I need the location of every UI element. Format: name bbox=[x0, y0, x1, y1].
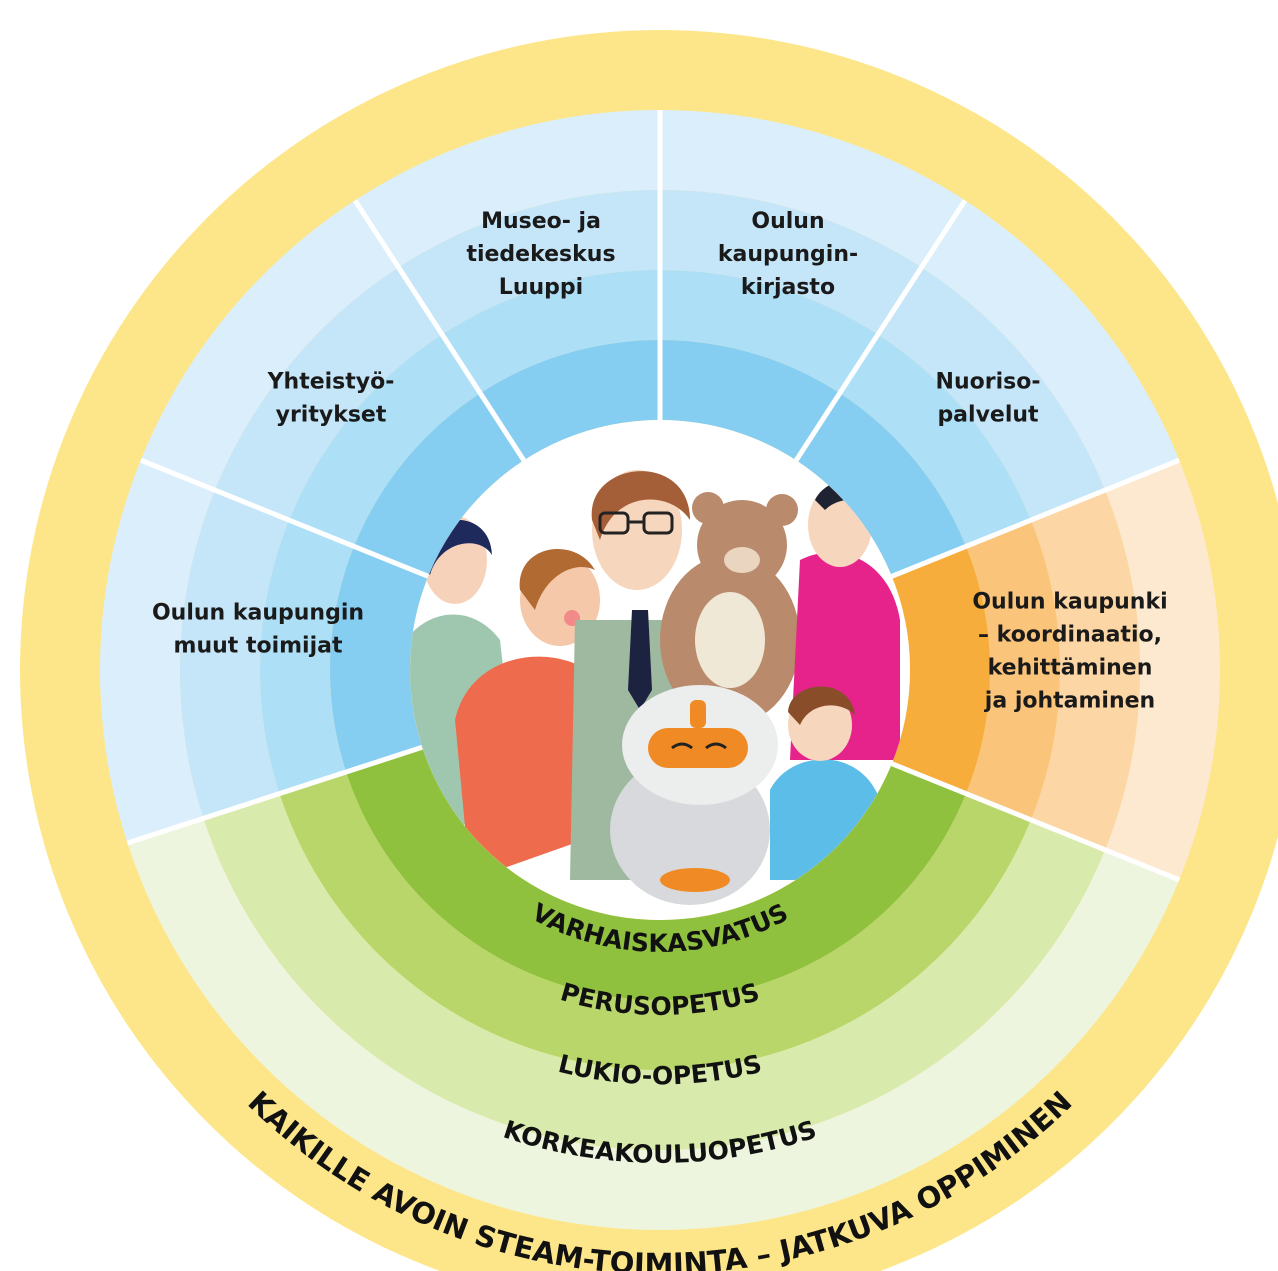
segment-label-line: Oulun bbox=[751, 209, 824, 234]
blue-ring-band bbox=[179, 189, 1106, 819]
segment-label-line: kirjasto bbox=[741, 275, 835, 300]
segment-label-line: palvelut bbox=[937, 403, 1039, 428]
orange-ring-band bbox=[1030, 490, 1141, 850]
segment-label-line: Luuppi bbox=[499, 275, 583, 300]
segment-label-line: ja johtaminen bbox=[984, 689, 1155, 714]
segment-label-line: Museo- ja bbox=[481, 209, 601, 234]
orange-ring-band bbox=[891, 546, 990, 794]
segment-label-line: – koordinaatio, bbox=[978, 623, 1162, 648]
green-ring-band bbox=[127, 818, 1180, 1230]
segment-label-line: Oulun kaupunki bbox=[972, 590, 1167, 615]
segment-label-line: Nuoriso- bbox=[936, 370, 1041, 395]
segment-label-line: tiedekeskus bbox=[466, 242, 615, 267]
segment-label-line: kaupungin- bbox=[718, 242, 858, 267]
segment-label-kirjasto: Oulun kaupungin-kirjasto bbox=[718, 209, 858, 300]
segment-label-yhteistyoyritykset: Yhteistyö-yritykset bbox=[267, 370, 395, 428]
segment-divider bbox=[890, 761, 1181, 883]
segment-label-line: muut toimijat bbox=[174, 634, 343, 659]
segment-label-line: Oulun kaupungin bbox=[152, 601, 364, 626]
orange-ring-band bbox=[965, 520, 1060, 820]
segment-divider bbox=[794, 198, 968, 462]
center-illustration bbox=[410, 420, 910, 920]
segment-label-koordinaatio: Oulun kaupunki – koordinaatio, kehittämine… bbox=[972, 590, 1167, 714]
segment-label-nuorisopalvelut: Nuoriso-palvelut bbox=[936, 370, 1041, 428]
segment-label-line: Yhteistyö- bbox=[267, 370, 395, 395]
small-boy-figure bbox=[770, 686, 880, 880]
segment-label-line: yritykset bbox=[276, 403, 387, 428]
orange-ring-band bbox=[1105, 460, 1220, 880]
segment-label-line: kehittäminen bbox=[988, 656, 1153, 681]
segment-divider bbox=[126, 744, 424, 846]
teddy-bear-figure bbox=[660, 492, 800, 725]
green-ring-band bbox=[203, 793, 1106, 1150]
segment-divider bbox=[352, 198, 526, 462]
segment-label-muut-toimijat: Oulun kaupungin muut toimijat bbox=[152, 601, 364, 659]
green-ring-band bbox=[279, 771, 1031, 1070]
green-ring-band bbox=[346, 747, 966, 1000]
blue-ring-band bbox=[259, 269, 1031, 794]
segment-divider bbox=[139, 457, 430, 579]
segment-divider bbox=[890, 457, 1181, 579]
robot-figure bbox=[610, 685, 778, 905]
